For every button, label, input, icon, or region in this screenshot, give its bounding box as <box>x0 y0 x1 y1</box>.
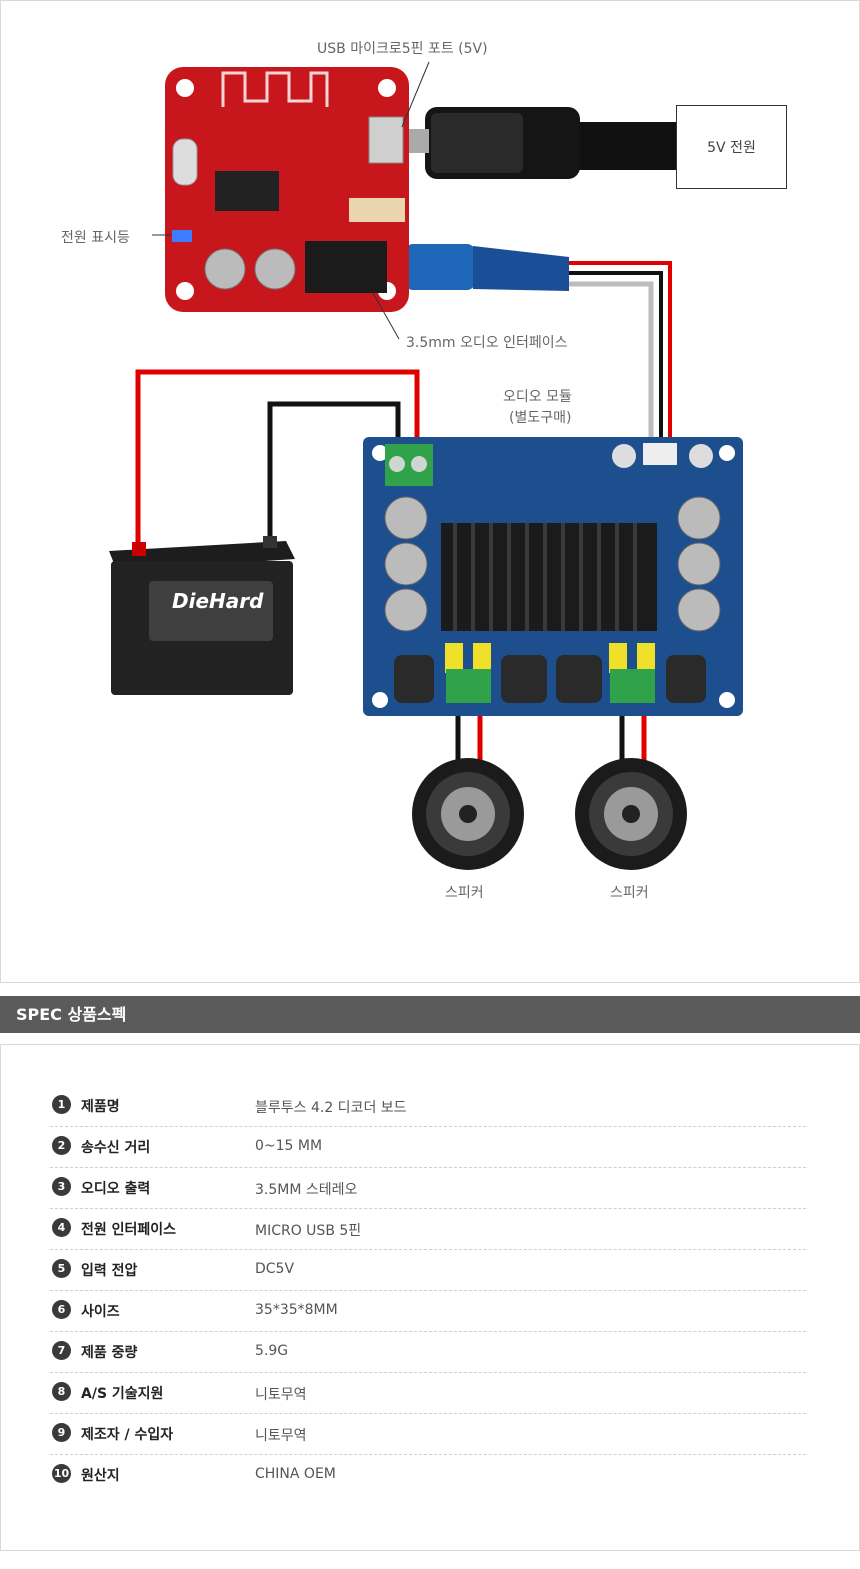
power-led <box>172 230 192 242</box>
input-connector <box>643 443 677 465</box>
spec-row: 1 제품명 블루투스 4.2 디코더 보드 <box>50 1086 806 1127</box>
speaker-right <box>575 758 687 870</box>
row-number: 8 <box>52 1382 71 1401</box>
main-ic <box>215 171 279 211</box>
wiring-diagram: USB 마이크로5핀 포트 (5V) 5V 전원 전원 표시등 3.5mm 오디… <box>0 0 860 983</box>
speaker-right-label: 스피커 <box>610 885 649 901</box>
audio-interface-label: 3.5mm 오디오 인터페이스 <box>406 335 568 351</box>
spec-label: 오디오 출력 <box>81 1181 151 1197</box>
battery-brand-logo: DieHard <box>172 589 264 613</box>
audio-black-wire <box>569 271 663 457</box>
power-source-box: 5V 전원 <box>676 105 787 189</box>
power-led-label: 전원 표시등 <box>61 230 130 246</box>
audio-jack-strain-relief <box>473 246 569 291</box>
spec-value: CHINA OEM <box>255 1466 336 1482</box>
row-number: 9 <box>52 1423 71 1442</box>
spec-label: 제품명 <box>81 1099 120 1115</box>
spec-value: 5.9G <box>255 1343 289 1359</box>
usb-port-label: USB 마이크로5핀 포트 (5V) <box>317 41 488 57</box>
row-number: 7 <box>52 1341 71 1360</box>
speaker-left-terminal <box>446 669 491 703</box>
spec-header: SPEC 상품스펙 <box>0 996 860 1033</box>
spec-label: A/S 기술지원 <box>81 1386 164 1402</box>
audio-jack-boot <box>405 244 475 290</box>
usb-cable-body <box>576 122 676 170</box>
spec-value: 니토무역 <box>255 1428 307 1444</box>
pcb-antenna <box>221 71 329 107</box>
spec-label: 송수신 거리 <box>81 1140 151 1156</box>
row-number: 3 <box>52 1177 71 1196</box>
row-number: 4 <box>52 1218 71 1237</box>
row-number: 5 <box>52 1259 71 1278</box>
spec-row: 9 제조자 / 수입자 니토무역 <box>50 1414 806 1455</box>
spec-value: 35*35*8MM <box>255 1302 338 1318</box>
battery-black-wire <box>267 401 401 546</box>
audio-module-note: (별도구매) <box>509 410 572 426</box>
spec-value: 블루투스 4.2 디코더 보드 <box>255 1100 407 1116</box>
wiring-illustration <box>109 61 743 870</box>
row-number: 1 <box>52 1095 71 1114</box>
spec-row: 4 전원 인터페이스 MICRO USB 5핀 <box>50 1209 806 1250</box>
audio-socket <box>305 241 387 293</box>
crystal <box>172 138 198 186</box>
spec-label: 제품 중량 <box>81 1345 138 1361</box>
speaker-right-terminal <box>610 669 655 703</box>
spec-row: 5 입력 전압 DC5V <box>50 1250 806 1291</box>
spec-row: 7 제품 중량 5.9G <box>50 1332 806 1373</box>
power-source-label: 5V 전원 <box>707 140 756 156</box>
spec-value: DC5V <box>255 1261 295 1277</box>
spec-label: 사이즈 <box>81 1304 120 1320</box>
audio-red-wire <box>569 261 672 457</box>
row-number: 6 <box>52 1300 71 1319</box>
spec-value: 0~15 MM <box>255 1138 323 1154</box>
spec-value: MICRO USB 5핀 <box>255 1223 362 1239</box>
spec-label: 전원 인터페이스 <box>81 1222 177 1238</box>
spec-value: 3.5MM 스테레오 <box>255 1182 358 1198</box>
spec-row: 3 오디오 출력 3.5MM 스테레오 <box>50 1168 806 1209</box>
spec-table: 1 제품명 블루투스 4.2 디코더 보드 2 송수신 거리 0~15 MM 3… <box>0 1044 860 1551</box>
battery-red-wire <box>135 369 420 556</box>
spec-row: 8 A/S 기술지원 니토무역 <box>50 1373 806 1414</box>
speaker-left-label: 스피커 <box>445 885 484 901</box>
spec-label: 원산지 <box>81 1468 120 1484</box>
usb-socket <box>368 116 404 164</box>
heatsink <box>441 523 657 631</box>
spec-value: 니토무역 <box>255 1387 307 1403</box>
spec-label: 제조자 / 수입자 <box>81 1427 174 1443</box>
row-number: 10 <box>52 1464 71 1483</box>
speaker-left <box>412 758 524 870</box>
spec-row: 10 원산지 CHINA OEM <box>50 1455 806 1496</box>
spec-row: 6 사이즈 35*35*8MM <box>50 1291 806 1332</box>
spec-label: 입력 전압 <box>81 1263 138 1279</box>
row-number: 2 <box>52 1136 71 1155</box>
audio-module-label: 오디오 모듈 <box>503 389 572 405</box>
spec-row: 2 송수신 거리 0~15 MM <box>50 1127 806 1168</box>
audio-gray-wire <box>569 281 654 457</box>
